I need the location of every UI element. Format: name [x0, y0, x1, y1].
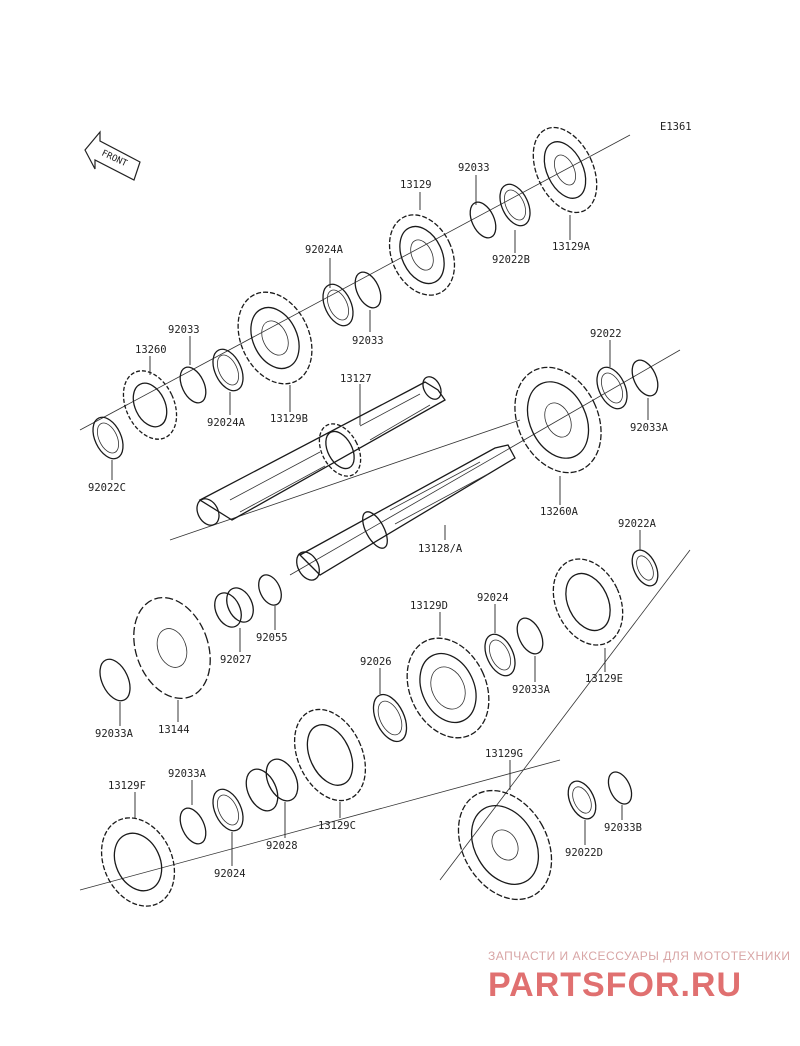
diagram-code: E1361 [660, 121, 692, 133]
label-13129C: 13129C [318, 820, 356, 832]
label-13129B: 13129B [270, 413, 308, 425]
gear-13129D [406, 637, 490, 739]
label-92033A-left: 92033A [95, 728, 134, 740]
circlip-92033A-mid [516, 617, 544, 655]
gear-13260 [122, 370, 178, 440]
gear-13260A [514, 366, 602, 474]
label-13127: 13127 [340, 373, 372, 385]
gear-13129E [552, 558, 624, 646]
label-13260A: 13260A [540, 506, 579, 518]
label-92022A: 92022A [618, 518, 657, 530]
watermark: ЗАПЧАСТИ И АКСЕССУАРЫ ДЛЯ МОТОТЕХНИКИ PA… [488, 949, 790, 1004]
watermark-brand: PARTSFOR.RU [488, 966, 742, 1004]
output-shaft [296, 444, 516, 581]
label-13129G: 13129G [485, 748, 523, 760]
label-13129A: 13129A [552, 241, 591, 253]
front-arrow-icon: FRONT [84, 130, 141, 181]
gear-13129 [388, 214, 456, 296]
gear-13127 [318, 423, 362, 477]
washer-92022D [567, 780, 597, 820]
label-92022B: 92022B [492, 254, 530, 266]
bushing-92028 [245, 758, 299, 812]
label-13129D: 13129D [410, 600, 448, 612]
washer-92024A-low [212, 348, 244, 392]
circlip-92033A-left [99, 658, 131, 702]
label-92033A-mid: 92033A [512, 684, 551, 696]
gear-13129C [293, 708, 367, 802]
label-13129F: 13129F [108, 780, 146, 792]
label-92022C: 92022C [88, 482, 126, 494]
label-92028: 92028 [266, 840, 298, 852]
circlip-92033A-low [179, 807, 207, 845]
label-92024-right: 92024 [477, 592, 509, 604]
label-92033A-low: 92033A [168, 768, 207, 780]
label-92024A-low: 92024A [207, 417, 246, 429]
label-92033-left: 92033 [168, 324, 200, 336]
washer-92026 [372, 693, 408, 743]
part-labels: 13129 92033 92022B 13129A 92024A 92033 9… [88, 162, 669, 880]
washer-92024A-top [322, 283, 354, 327]
gear-13129B [237, 291, 313, 385]
washer-92022C [92, 416, 124, 460]
gear-13129F [100, 817, 176, 907]
label-92022: 92022 [590, 328, 622, 340]
label-13129: 13129 [400, 179, 432, 191]
label-92033-top: 92033 [458, 162, 490, 174]
circlip-92033B [607, 771, 633, 805]
sprocket-13144 [133, 596, 211, 700]
gear-13129G [457, 789, 553, 901]
label-92033B: 92033B [604, 822, 642, 834]
label-13144: 13144 [158, 724, 190, 736]
label-13260: 13260 [135, 344, 167, 356]
label-92027: 92027 [220, 654, 252, 666]
washer-92022A [631, 549, 659, 587]
label-92033A-right: 92033A [630, 422, 669, 434]
label-92024-low: 92024 [214, 868, 246, 880]
leader-lines [111, 175, 649, 866]
washer-92024-low [212, 788, 244, 832]
label-92026: 92026 [360, 656, 392, 668]
washer-92022B [499, 183, 531, 227]
circlip-92033-top [469, 201, 497, 239]
label-92022D: 92022D [565, 847, 603, 859]
circlip-92033A-right [631, 359, 659, 397]
washer-92022 [596, 366, 628, 410]
label-13129E: 13129E [585, 673, 623, 685]
circlip-92033-left [179, 366, 207, 404]
bushing-92027 [214, 587, 254, 628]
washer-92024-right [484, 633, 516, 677]
circlip-92055 [258, 574, 282, 606]
label-92024A-top: 92024A [305, 244, 344, 256]
label-92055: 92055 [256, 632, 288, 644]
label-92033-mid: 92033 [352, 335, 384, 347]
input-shaft [196, 376, 446, 526]
watermark-tagline: ЗАПЧАСТИ И АКСЕССУАРЫ ДЛЯ МОТОТЕХНИКИ [488, 949, 790, 963]
label-13128A: 13128/A [418, 543, 463, 555]
gear-13129A [532, 126, 598, 214]
circlip-92033-mid [354, 271, 382, 309]
